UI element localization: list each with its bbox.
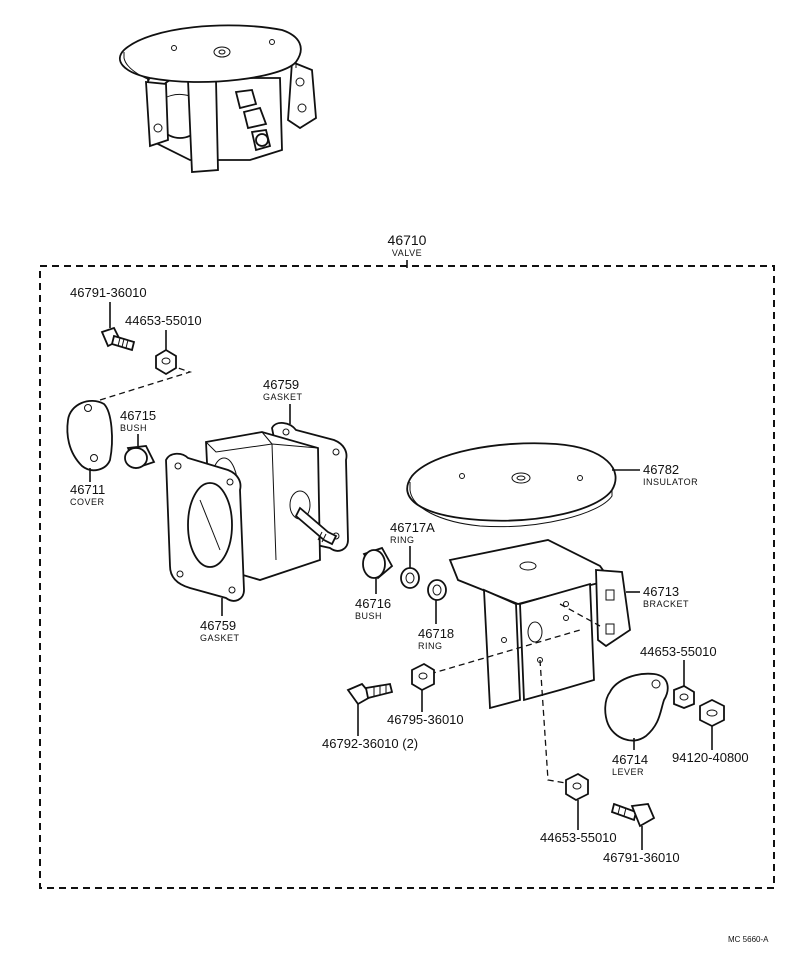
label-46715: 46715 (120, 408, 156, 423)
nut-94120 (699, 698, 725, 728)
name-46715: BUSH (120, 423, 147, 433)
label-46759-bottom: 46759 (200, 618, 236, 633)
label-46718: 46718 (418, 626, 454, 641)
label-44653-55010-top: 44653-55010 (125, 313, 202, 328)
bolt-46791-top (100, 326, 136, 352)
label-46792-36010: 46792-36010 (2) (322, 736, 418, 751)
bush-46716 (362, 546, 394, 580)
nut-44653-right (673, 684, 695, 709)
bolt-46791-bottom (610, 802, 656, 828)
label-46716: 46716 (355, 596, 391, 611)
assembly-part-number: 46710 (388, 232, 427, 248)
nut-44653-top (155, 348, 177, 376)
assembly-boundary (39, 265, 775, 889)
label-46782: 46782 (643, 462, 679, 477)
drawing-code: MC 5660-A (728, 935, 769, 944)
bracket-46713 (448, 539, 631, 710)
name-46782: INSULATOR (643, 477, 698, 487)
ring-46717a (400, 567, 420, 589)
label-46795-36010: 46795-36010 (387, 712, 464, 727)
label-44653-55010-bottom: 44653-55010 (540, 830, 617, 845)
name-46713: BRACKET (643, 599, 689, 609)
name-46717a: RING (390, 535, 415, 545)
bush-46715 (124, 445, 156, 470)
nut-44653-bottom (565, 772, 589, 802)
ring-46718 (427, 579, 447, 601)
name-46759-top: GASKET (263, 392, 303, 402)
label-46791-36010-bottom: 46791-36010 (603, 850, 680, 865)
cover-46711 (66, 399, 113, 472)
assembly-name: VALVE (392, 248, 422, 258)
label-94120-40800: 94120-40800 (672, 750, 749, 765)
label-44653-55010-right: 44653-55010 (640, 644, 717, 659)
label-46717a: 46717A (390, 520, 435, 535)
name-46716: BUSH (355, 611, 382, 621)
label-46713: 46713 (643, 584, 679, 599)
assembled-valve-illustration (119, 24, 317, 173)
nut-46795 (411, 662, 435, 692)
gasket-46759-front (165, 452, 245, 602)
name-46759-bottom: GASKET (200, 633, 240, 643)
label-46711: 46711 (70, 482, 105, 497)
lever-46714 (604, 672, 669, 742)
insulator-46782 (406, 442, 617, 528)
name-46714: LEVER (612, 767, 644, 777)
bolt-46792 (346, 682, 394, 706)
label-46791-36010-top: 46791-36010 (70, 285, 147, 300)
name-46711: COVER (70, 497, 105, 507)
label-46714: 46714 (612, 752, 648, 767)
label-46759-top: 46759 (263, 377, 299, 392)
name-46718: RING (418, 641, 443, 651)
